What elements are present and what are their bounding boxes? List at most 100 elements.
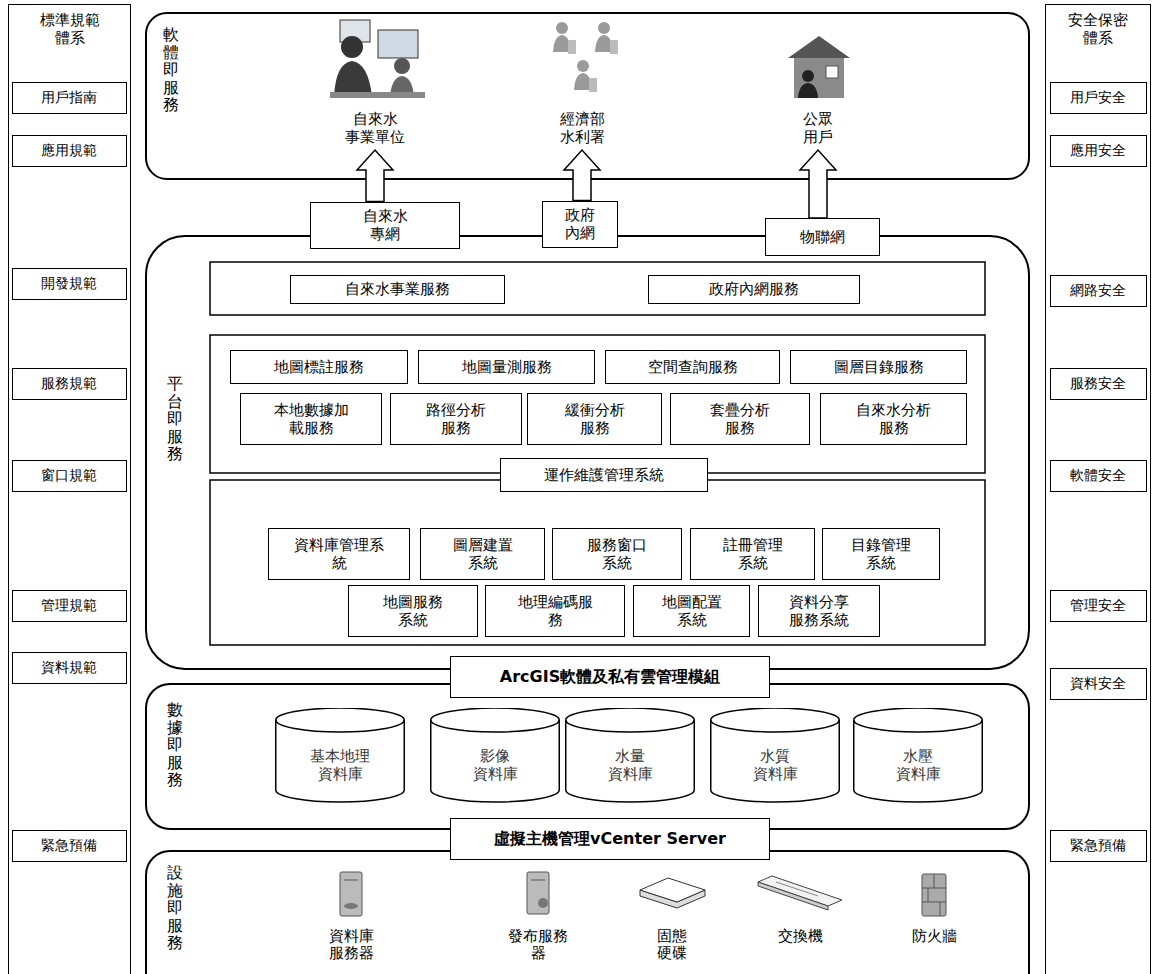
node-label: 地理編碼服 務: [518, 593, 593, 629]
device-caption-text: 資料庫 服務器: [329, 928, 374, 963]
node-label: 資料規範: [41, 659, 97, 676]
node-label: 圖層建置 系統: [453, 536, 513, 572]
saas-band: 軟體即服務自來水 事業單位經濟部 水利署公眾 用戶: [145, 12, 1030, 180]
node-label: 路徑分析 服務: [426, 401, 486, 437]
water-utility-staff-icon-part: [394, 58, 410, 74]
node-label: 網路安全: [1070, 282, 1126, 299]
node-label: 標準規範 體系: [40, 11, 100, 47]
node-label: 管理規範: [41, 597, 97, 614]
daas-band: 數據即服務基本地理 資料庫影像 資料庫水量 資料庫水質 資料庫水壓 資料庫: [145, 683, 1030, 830]
cylinder-body: [854, 708, 983, 802]
standard-item: 窗口規範: [12, 460, 127, 492]
standard-item: 緊急預備: [12, 830, 127, 862]
node-label: 水壓 資料庫: [896, 747, 941, 783]
node-label: 服務窗口 系統: [587, 536, 647, 572]
node-label: 政府 內網: [565, 206, 595, 242]
gis-service-box: 自來水分析 服務: [820, 393, 967, 445]
layer-title: 軟體即服務: [163, 26, 179, 114]
node-label: 地圖標註服務: [274, 358, 364, 376]
node-label: 空間查詢服務: [648, 358, 738, 376]
gis-service-box: 地圖標註服務: [230, 350, 408, 384]
publish-server-icon-part: [538, 898, 548, 908]
water-utility-staff-icon: [330, 20, 425, 98]
firewall-icon-part: [940, 902, 941, 916]
firewall-icon-part: [934, 874, 935, 888]
database-cylinder: 水質 資料庫: [710, 708, 840, 803]
water-utility-staff-icon-part: [341, 36, 363, 58]
system-box: 目錄管理 系統: [822, 528, 940, 580]
node-label: 應用安全: [1070, 142, 1126, 159]
node-label: 窗口規範: [41, 467, 97, 484]
network-switch-icon: [758, 876, 842, 910]
cylinder-rim: [276, 720, 405, 732]
security-system-column: 安全保密 體系用戶安全應用安全網路安全服務安全軟體安全管理安全資料安全緊急預備: [1045, 4, 1151, 974]
database-cylinder: 基本地理 資料庫: [275, 708, 405, 803]
service-group-box: 政府內網服務: [648, 275, 860, 304]
security-item: 資料安全: [1050, 668, 1147, 700]
device-caption: 交換機: [778, 928, 823, 945]
security-item: 網路安全: [1050, 275, 1147, 307]
node-label: 緊急預備: [41, 837, 97, 854]
security-item: 緊急預備: [1050, 830, 1147, 862]
cylinder-rim: [431, 720, 560, 732]
node-label: 地圖配置 系統: [662, 593, 722, 629]
water-agency-staff-icon-part: [610, 40, 618, 54]
public-house-icon-part: [802, 70, 814, 82]
node-label: 圖層目錄服務: [834, 358, 924, 376]
gis-service-box: 緩衝分析 服務: [527, 393, 662, 445]
paas-group-frame-part: [210, 335, 985, 473]
node-label: 用戶安全: [1070, 89, 1126, 106]
node-label: 服務規範: [41, 375, 97, 392]
node-label: 資料安全: [1070, 675, 1126, 692]
paas-group-frame-part: [210, 262, 985, 315]
node-label: 管理安全: [1070, 597, 1126, 614]
user-caption: 經濟部 水利署: [556, 108, 609, 148]
standard-item: 資料規範: [12, 652, 127, 684]
database-server-icon-part: [344, 903, 358, 909]
security-item: 用戶安全: [1050, 82, 1147, 114]
device-caption: 防火牆: [912, 928, 957, 945]
system-box: 資料分享 服務系統: [758, 585, 880, 637]
security-item: 應用安全: [1050, 135, 1147, 167]
node-label: 物聯網: [800, 228, 845, 246]
public-house-icon-part: [826, 66, 838, 78]
user-caption: 公眾 用戶: [799, 108, 837, 148]
water-utility-staff-icon-part: [378, 30, 418, 58]
water-agency-staff-icon-part: [568, 40, 576, 54]
node-label: 服務安全: [1070, 375, 1126, 392]
paas-band: 平台即服務自來水事業服務政府內網服務地圖標註服務地圖量測服務空間查詢服務圖層目錄…: [145, 235, 1030, 670]
node-label: 水質 資料庫: [753, 747, 798, 783]
paas-group-frame: [210, 262, 985, 645]
database-server-icon-part: [344, 880, 358, 881]
water-utility-staff-icon-part: [334, 61, 372, 96]
cylinder-rim: [711, 720, 840, 732]
cylinder-body: [276, 708, 405, 802]
device-caption-text: 防火牆: [912, 928, 957, 945]
firewall-icon: [922, 874, 946, 916]
network-box: 政府 內網: [542, 201, 618, 248]
cylinder-body: [711, 708, 840, 802]
device-caption: 資料庫 服務器: [329, 928, 374, 963]
operations-system-box: 運作維護管理系統: [500, 458, 708, 492]
layer-title: 平台即服務: [167, 375, 183, 463]
node-label: 地圖服務 系統: [383, 593, 443, 629]
water-utility-staff-icon-part: [330, 92, 425, 98]
node-label: 緊急預備: [1070, 837, 1126, 854]
node-label: 自來水 專網: [363, 207, 408, 243]
system-box: 地圖服務 系統: [348, 585, 478, 637]
firewall-icon-part: [922, 874, 946, 916]
gis-service-box: 圖層目錄服務: [790, 350, 967, 384]
paas-group-frame-part: [210, 480, 985, 645]
node-label: 水量 資料庫: [608, 747, 653, 783]
node-label: 公眾 用戶: [803, 110, 833, 146]
node-label: 自來水分析 服務: [856, 401, 931, 437]
device-caption-text: 固態 硬碟: [657, 928, 687, 963]
iaas-band: 設施即服務: [145, 850, 1030, 974]
hollow-arrow: [800, 150, 836, 218]
node-label: 註冊管理 系統: [723, 536, 783, 572]
device-caption: 固態 硬碟: [657, 928, 687, 963]
system-box: 地理編碼服 務: [485, 585, 625, 637]
public-house-icon-part: [788, 36, 850, 58]
layer-title: 設施即服務: [167, 864, 183, 952]
